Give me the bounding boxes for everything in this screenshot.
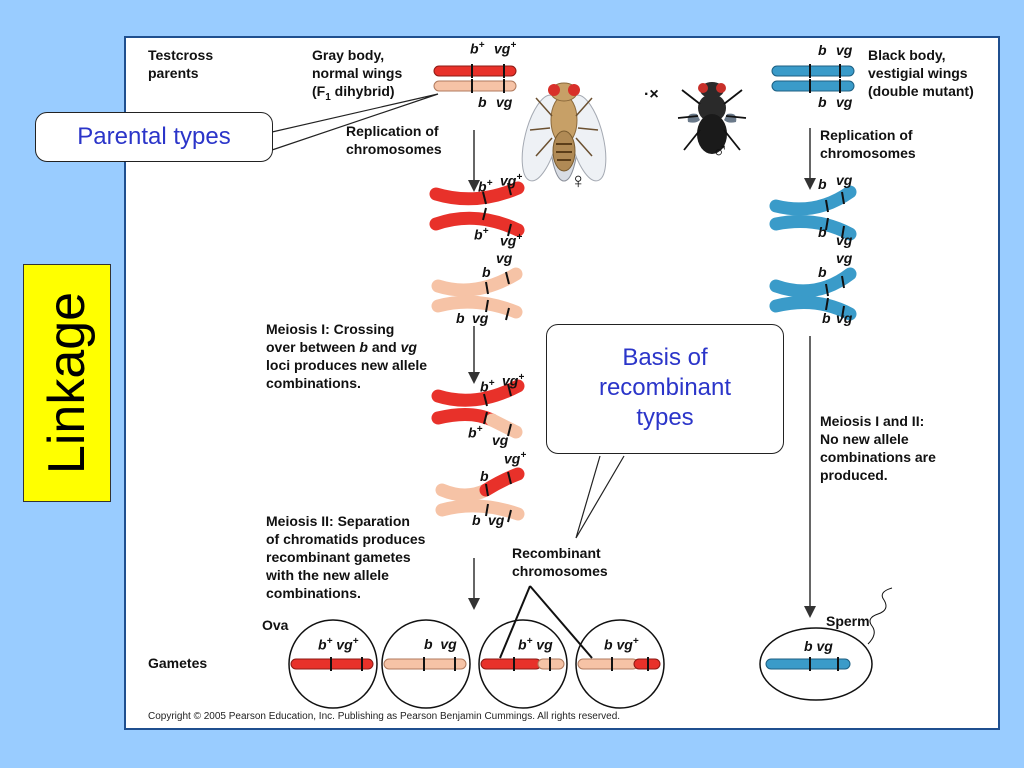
allele-label: b vg+ [604,636,639,653]
basis-callout-tail [575,455,625,539]
side-title: Linkage [38,291,96,475]
gamete-ovum-3-recombinant [478,619,568,709]
allele-label: b+ [478,178,493,195]
allele-label: vg+ [494,40,517,57]
female-parent-chromosomes [433,64,517,93]
allele-label: vg [836,250,853,266]
replicated-chromosome-blue-2 [769,267,857,321]
allele-label: b vg [424,636,457,652]
gamete-ovum-1 [288,619,378,709]
allele-label: b [818,176,827,192]
female-fly-illustration [521,82,607,182]
allele-label: b [822,310,831,326]
allele-label: vg+ [500,232,523,249]
allele-label: vg [836,310,853,326]
replicated-chromosome-pink [431,267,523,321]
allele-label: vg [836,42,853,58]
allele-label: b [480,468,489,484]
male-symbol: ♂ [712,138,729,163]
basis-callout: Basis of recombinant types [546,324,784,454]
parental-types-text: Parental types [77,123,231,150]
replicated-chromosome-blue-1 [769,185,857,241]
side-title-box: Linkage [23,264,111,502]
cross-symbol: ·× [644,86,659,103]
recombinant-pointers [499,585,593,659]
allele-label: b [482,264,491,280]
basis-callout-line: recombinant [598,374,732,401]
allele-label: b+ [474,226,489,243]
allele-label: vg [496,250,513,266]
male-parent-label: Black body, vestigial wings (double muta… [868,47,974,99]
basis-callout-line: Basis of [622,344,708,371]
allele-label: vg [488,512,505,528]
ova-label: Ova [262,617,289,633]
allele-label: b+ vg [518,636,553,653]
male-chromosome-blue-1 [771,65,855,77]
allele-label: vg [836,172,853,188]
gamete-ovum-2 [381,619,471,709]
allele-label: b [472,512,481,528]
allele-label: vg [472,310,489,326]
allele-label: vg+ [500,172,523,189]
male-chromosome-blue-2 [771,80,855,92]
sperm-label: Sperm [826,613,870,629]
female-chromosome-red [433,65,517,77]
allele-label: b+ vg+ [318,636,359,653]
male-fly-illustration [677,82,747,154]
allele-label: vg [496,94,513,110]
parental-callout-tail [271,93,439,151]
allele-label: vg [492,432,509,448]
allele-label: b+ [480,378,495,395]
allele-label: b+ [468,424,483,441]
allele-label: vg+ [504,450,527,467]
replication-left-label: Replication of chromosomes [346,123,442,157]
basis-callout-line: types [636,404,694,431]
allele-label: b [818,224,827,240]
gamete-sperm [759,587,893,701]
allele-label: b [818,42,827,58]
allele-label: vg [836,232,853,248]
replicated-chromosome-red [429,181,525,237]
allele-label: b [818,264,827,280]
allele-label: b+ [470,40,485,57]
female-chromosome-pink [433,80,517,92]
female-parent-label: Gray body, normal wings (F1 dihybrid) [312,47,403,103]
allele-label: vg [836,94,853,110]
allele-label: vg+ [502,372,525,389]
allele-label: b vg [804,638,833,654]
allele-label: b [478,94,487,110]
arrows [468,128,816,618]
allele-label: b [818,94,827,110]
meiosis-one-label: Meiosis I: Crossing over between b and v… [266,321,428,391]
copyright-notice: Copyright © 2005 Pearson Education, Inc.… [148,711,621,722]
gametes-label: Gametes [148,655,208,671]
diagram-graphics [271,64,893,709]
replication-right-label: Replication of chromosomes [820,127,916,161]
testcross-label: Testcross parents [148,47,214,81]
recombinant-chromosomes-label: Recombinant chromosomes [512,545,608,579]
diagram-panel: Testcross parents Gray body, normal wing… [124,36,1000,730]
parental-types-callout: Parental types [35,112,273,162]
allele-label: b [456,310,465,326]
gamete-ovum-4-recombinant [575,619,665,709]
female-symbol: ♀ [570,168,587,193]
crossover-chromosome-red [431,379,525,439]
meiosis-right-label: Meiosis I and II: No new allele combinat… [820,413,936,483]
meiosis-two-label: Meiosis II: Separation of chromatids pro… [266,513,426,601]
male-parent-chromosomes [771,64,855,93]
crossover-chromosome-pink [435,467,525,523]
